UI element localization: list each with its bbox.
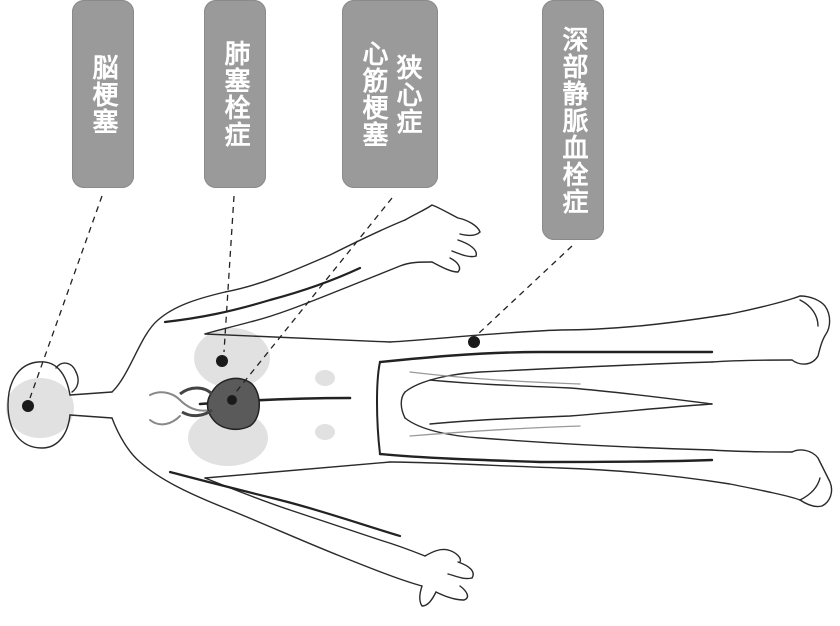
body-outline <box>8 205 832 606</box>
leader-heart <box>236 198 392 392</box>
label-pulmonary-embolism: 肺塞栓症 <box>204 0 266 188</box>
heart <box>180 378 259 429</box>
marker-brain <box>22 400 34 412</box>
organ-shading <box>6 328 335 466</box>
label-stroke: 脳梗塞 <box>72 0 134 188</box>
label-stroke-text: 脳梗塞 <box>86 54 120 135</box>
leader-leg <box>478 246 572 334</box>
marker-leg <box>468 336 480 348</box>
label-cardiac-text: 狭心症 心筋梗塞 <box>356 40 424 148</box>
marker-heart <box>227 395 237 405</box>
label-pulmonary-embolism-text: 肺塞栓症 <box>218 40 252 148</box>
label-cardiac: 狭心症 心筋梗塞 <box>342 0 438 188</box>
label-dvt: 深部静脈血栓症 <box>542 0 604 240</box>
marker-lung <box>216 355 228 367</box>
leader-lines <box>30 196 572 398</box>
label-dvt-text: 深部静脈血栓症 <box>556 26 590 215</box>
leader-brain <box>30 196 102 398</box>
